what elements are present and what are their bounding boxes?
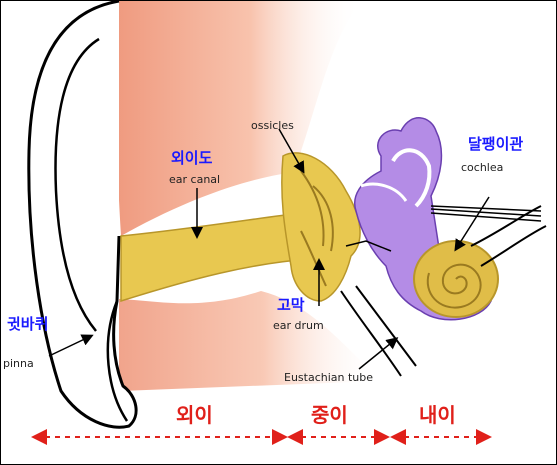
ear-canal-label-en: ear canal: [169, 173, 221, 186]
outer-ear-section-label: 외이: [176, 403, 213, 427]
skin-tissue: [115, 1, 361, 236]
eustachian-tube-label-en: Eustachian tube: [284, 371, 374, 384]
eustachian-leader: [358, 337, 399, 370]
cochlea-label-en: cochlea: [461, 161, 504, 174]
pinna-label-ko: 귓바퀴: [7, 315, 49, 333]
ear-drum-label-en: ear drum: [273, 319, 324, 332]
pinna-leader: [48, 334, 94, 357]
ear-canal-label-ko: 외이도: [171, 149, 213, 167]
earlobe-curve: [106, 300, 129, 422]
middle-ear-section-label: 중이: [311, 403, 348, 427]
pinna-inner-fold: [54, 37, 100, 332]
skin-tissue-lower: [119, 291, 381, 391]
auditory-nerve: [430, 205, 542, 222]
ossicles-shape: [281, 152, 361, 302]
ossicles-leader: [278, 128, 305, 174]
pinna-shape: [27, 1, 138, 429]
eustachian-tube-shape: [340, 290, 402, 377]
inner-ear-section-label: 내이: [419, 403, 456, 427]
pinna-label-en: pinna: [3, 357, 34, 370]
ossicles-label-en: ossicles: [251, 119, 294, 132]
ear-drum-label-ko: 고막: [277, 296, 305, 314]
cochlea-label-ko: 달팽이관: [468, 135, 524, 153]
cochlea-leader: [454, 196, 490, 252]
